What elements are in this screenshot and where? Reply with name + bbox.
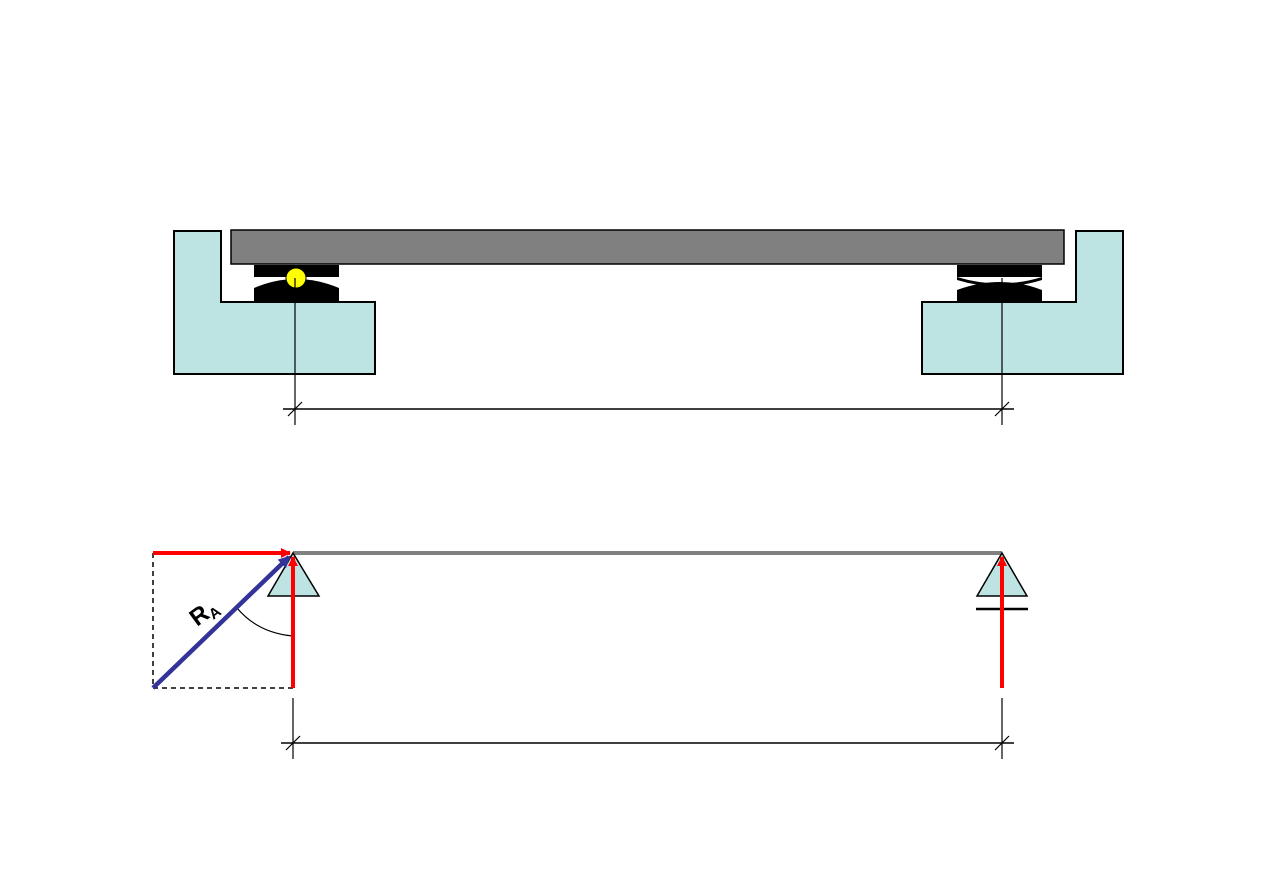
angle-arc (236, 607, 294, 637)
right-bearing (957, 265, 1042, 302)
fixed-pin-icon (285, 267, 307, 289)
construction-view (173, 229, 1124, 425)
static-model: RA (151, 548, 1029, 759)
bridge-deck (230, 229, 1065, 265)
dimension-tick-right (994, 401, 1010, 417)
right-bearing-lower-block (957, 282, 1042, 302)
dimension-tick-right-bottom (994, 735, 1010, 751)
right-bearing-top-plate (957, 265, 1042, 277)
left-abutment (173, 230, 376, 375)
left-bearing-lower-block (254, 279, 339, 302)
right-abutment (921, 230, 1124, 375)
left-bearing (254, 265, 339, 302)
dimension-tick-left-bottom (285, 735, 301, 751)
dimension-tick-left (287, 401, 303, 417)
resultant-arrow (151, 555, 291, 690)
